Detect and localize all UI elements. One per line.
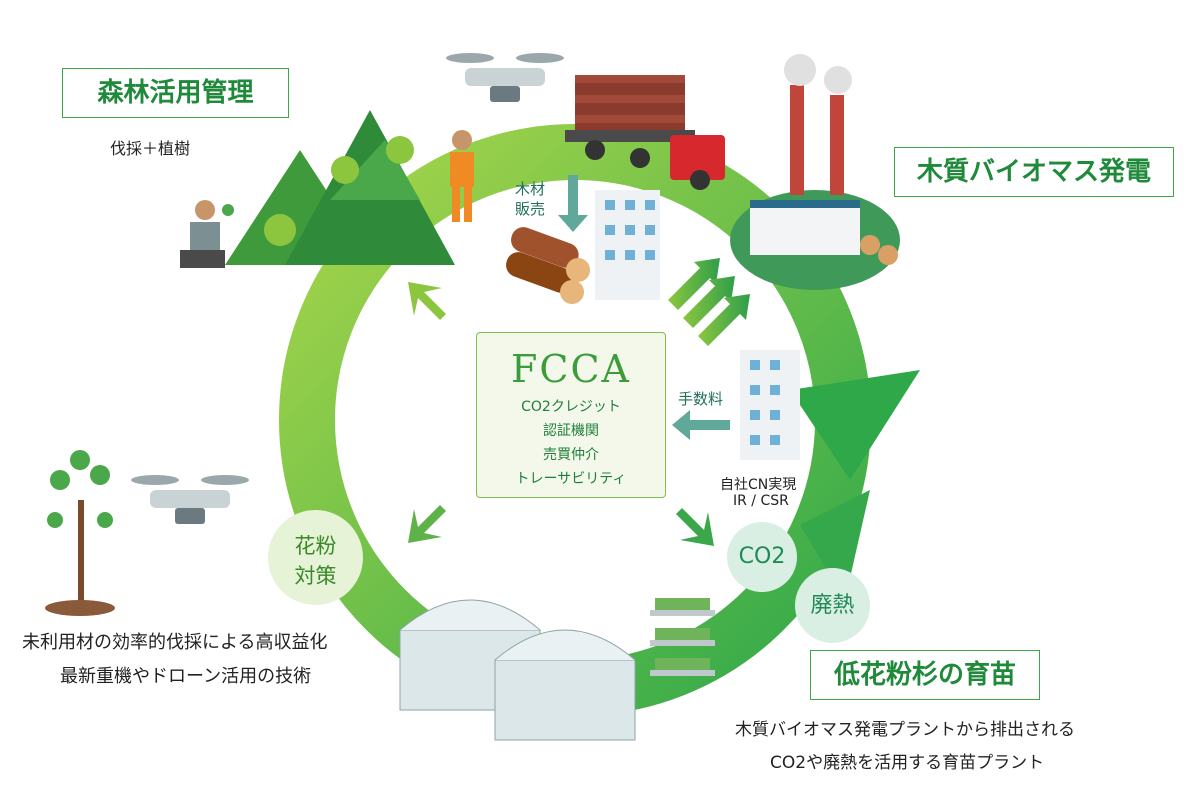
drone-icon xyxy=(446,53,564,102)
seedling-label: 低花粉杉の育苗 xyxy=(810,650,1040,700)
fcca-box: FCCA CO2クレジット 認証機関 売買仲介 トレーサビリティ xyxy=(476,332,666,498)
timber-logs-icon xyxy=(506,227,590,304)
planter-person-icon xyxy=(180,200,234,268)
fcca-items: CO2クレジット 認証機関 売買仲介 トレーサビリティ xyxy=(477,395,665,491)
cn-label-2: IR / CSR xyxy=(733,493,789,509)
fcca-item: 認証機関 xyxy=(543,423,599,439)
logging-truck-icon xyxy=(565,75,725,190)
forest-management-label: 森林活用管理 xyxy=(62,68,289,118)
arrow-timber-down xyxy=(558,175,588,232)
arrow-to-pollen xyxy=(408,505,446,543)
fcca-item: トレーサビリティ xyxy=(515,471,627,487)
pollen-badge: 花粉 対策 xyxy=(268,510,363,605)
seedling-desc-line2: CO2や廃熱を活用する育苗プラント xyxy=(770,753,1045,773)
waste-heat-badge: 廃熱 xyxy=(795,568,870,643)
office-building-icon xyxy=(740,350,800,460)
ring-arrowhead-right xyxy=(790,370,920,480)
office-building-icon xyxy=(595,190,660,300)
ring-arrowhead-bottom xyxy=(800,490,870,600)
efficiency-line2: 最新重機やドローン活用の技術 xyxy=(60,666,312,687)
pollen-label-2: 対策 xyxy=(294,564,337,588)
biomass-label: 木質バイオマス発電 xyxy=(894,147,1174,197)
fcca-item: CO2クレジット xyxy=(521,399,621,415)
fee-label: 手数料 xyxy=(678,390,724,408)
greenhouse-icon xyxy=(399,599,636,741)
young-tree-icon xyxy=(45,450,115,616)
arrow-to-co2 xyxy=(676,508,714,546)
forest-mountains xyxy=(225,110,455,265)
cn-label-1: 自社CN実現 xyxy=(720,477,797,493)
biomass-plant-icon xyxy=(730,54,900,290)
fcca-title: FCCA xyxy=(511,347,631,391)
seedling-rack-icon xyxy=(650,598,715,676)
drone-icon xyxy=(131,475,249,524)
fcca-item: 売買仲介 xyxy=(543,447,599,463)
seedling-desc-line1: 木質バイオマス発電プラントから排出される xyxy=(735,720,1075,740)
co2-badge: CO2 xyxy=(727,522,797,592)
timber-sale-label-1: 木材 xyxy=(515,180,546,198)
pollen-label-1: 花粉 xyxy=(294,534,337,558)
timber-sale-label-2: 販売 xyxy=(515,200,546,218)
lumberjack-icon xyxy=(450,130,474,222)
forest-sub-label: 伐採＋植樹 xyxy=(110,139,191,158)
arrow-fee-left xyxy=(672,410,730,440)
efficiency-line1: 未利用材の効率的伐採による高収益化 xyxy=(22,632,328,653)
arrows-up-right xyxy=(668,258,750,346)
arrow-to-forest xyxy=(408,282,446,320)
